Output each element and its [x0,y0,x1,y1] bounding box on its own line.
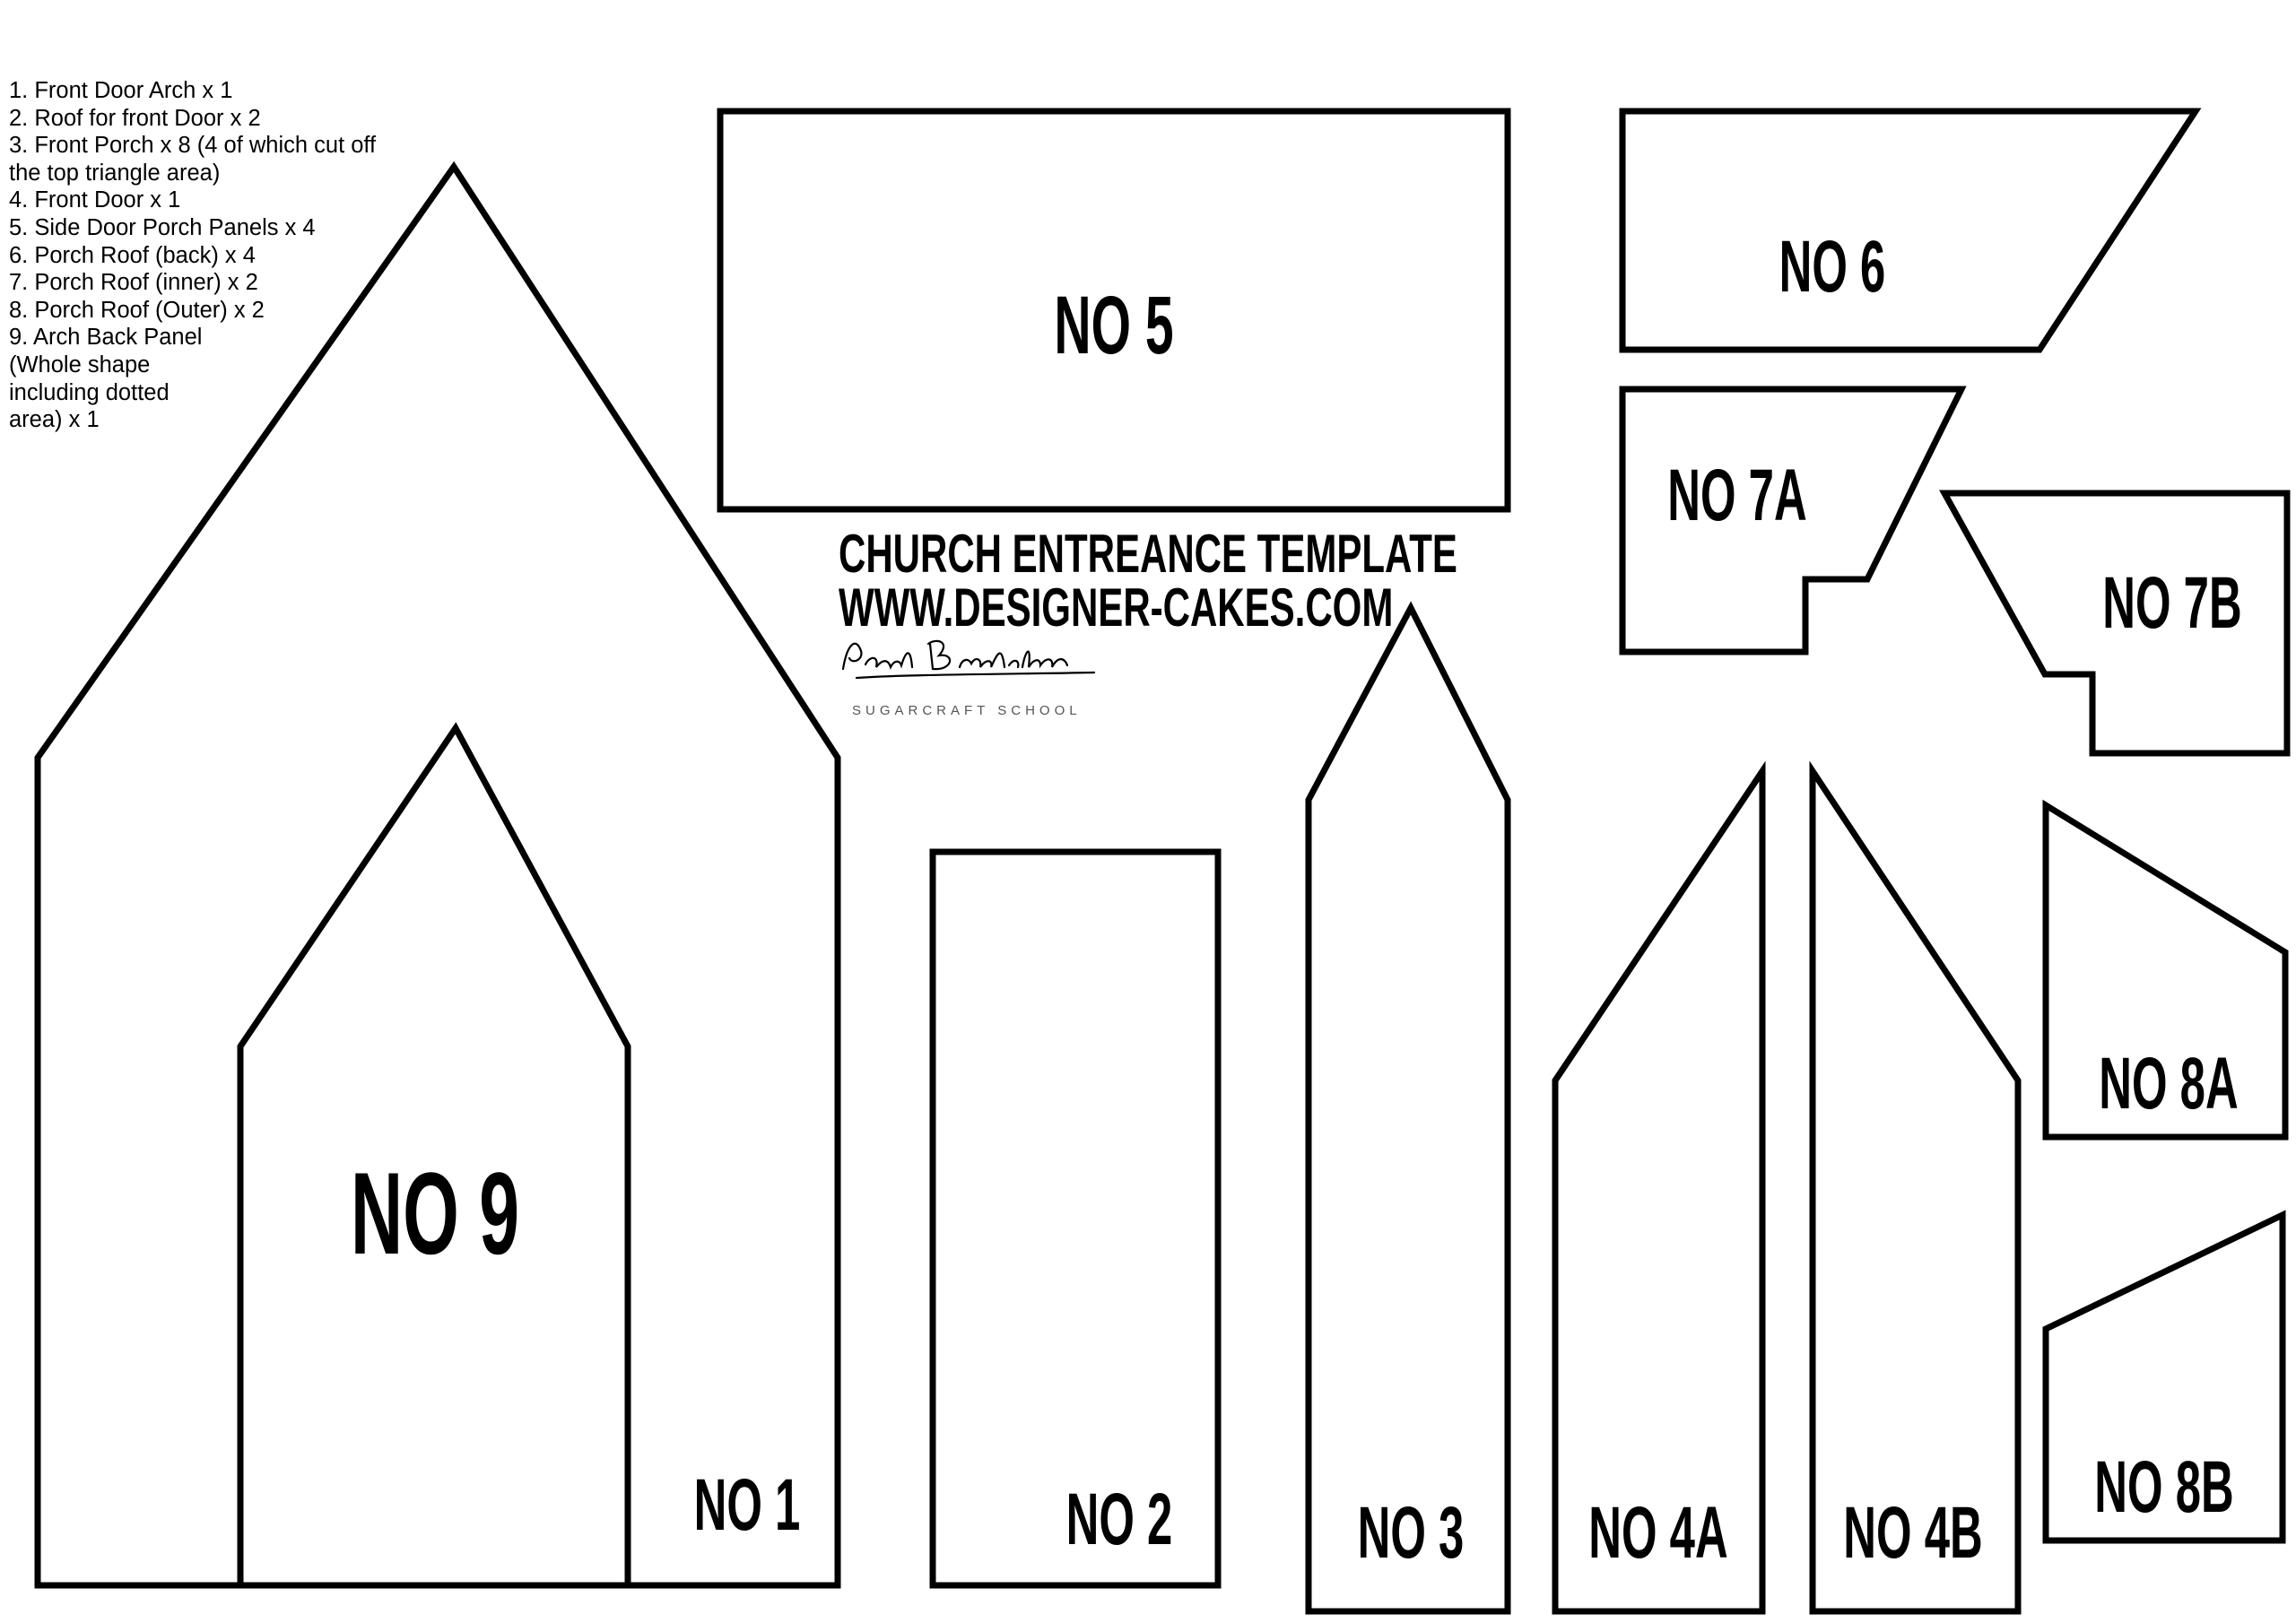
piece-no1-inner [237,722,631,1589]
piece-no8b [2042,1210,2286,1544]
instruction-item: 2. Roof for front Door x 2 [9,105,261,131]
label-no7a: NO 7A [1667,455,1806,536]
school-name: SUGARCRAFT SCHOOL [852,703,1082,718]
template-title: CHURCH ENTREANCE TEMPLATE [839,524,1457,584]
instruction-item: 8. Porch Roof (Outer) x 2 [9,297,265,323]
label-no2: NO 2 [1066,1479,1173,1560]
instruction-item: 5. Side Door Porch Panels x 4 [9,214,316,240]
piece-no8a [2042,799,2289,1141]
instruction-item: 7. Porch Roof (inner) x 2 [9,270,258,296]
piece-no3 [1305,601,1511,1615]
label-no3: NO 3 [1358,1492,1465,1574]
paul-bradford-signature-icon [841,639,1096,680]
label-no7b: NO 7B [2102,562,2241,644]
instruction-item: 1. Front Door Arch x 1 [9,78,233,103]
piece-no7a [1619,386,1967,655]
label-no1: NO 1 [694,1464,801,1546]
instruction-item: 6. Porch Roof (back) x 4 [9,242,256,268]
piece-no2 [929,848,1222,1589]
label-no9: NO 9 [351,1148,519,1278]
instruction-item: 4. Front Door x 1 [9,187,181,213]
instruction-item: 3. Front Porch x 8 (4 of which cut off t… [9,133,383,186]
label-no8b: NO 8B [2094,1446,2233,1528]
label-no4b: NO 4B [1843,1492,1982,1574]
piece-no4b [1809,760,2022,1615]
piece-no6 [1619,108,2202,353]
template-title-block: CHURCH ENTREANCE TEMPLATE WWW.DESIGNER-C… [839,527,1723,635]
label-no5: NO 5 [1054,280,1173,371]
label-no8a: NO 8A [2099,1043,2238,1124]
label-no4a: NO 4A [1588,1492,1727,1574]
instruction-item: 9. Arch Back Panel (Whole shape includin… [9,325,209,433]
piece-no4a [1552,760,1766,1615]
piece-no5 [717,108,1511,513]
piece-no7b [1939,490,2291,757]
label-no6: NO 6 [1779,226,1886,308]
instructions-list: 1. Front Door Arch x 1 2. Roof for front… [9,77,404,434]
website-url: WWW.DESIGNER-CAKES.COM [839,577,1394,638]
